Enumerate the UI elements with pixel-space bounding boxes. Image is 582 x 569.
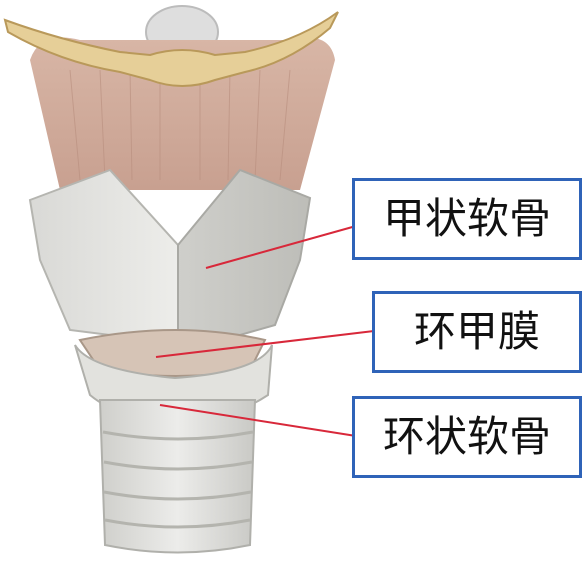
label-text-cricoid-cartilage: 环状软骨 xyxy=(383,416,551,458)
thyroid-lamina-left xyxy=(30,170,178,335)
thyroid-lamina-right xyxy=(178,170,310,335)
label-cricoid-cartilage: 环状软骨 xyxy=(352,396,582,478)
label-cricothyroid-membrane: 环甲膜 xyxy=(372,291,582,373)
label-thyroid-cartilage: 甲状软骨 xyxy=(352,178,582,260)
label-text-thyroid-cartilage: 甲状软骨 xyxy=(383,198,551,240)
trachea xyxy=(100,400,255,553)
label-text-cricothyroid-membrane: 环甲膜 xyxy=(414,311,540,353)
